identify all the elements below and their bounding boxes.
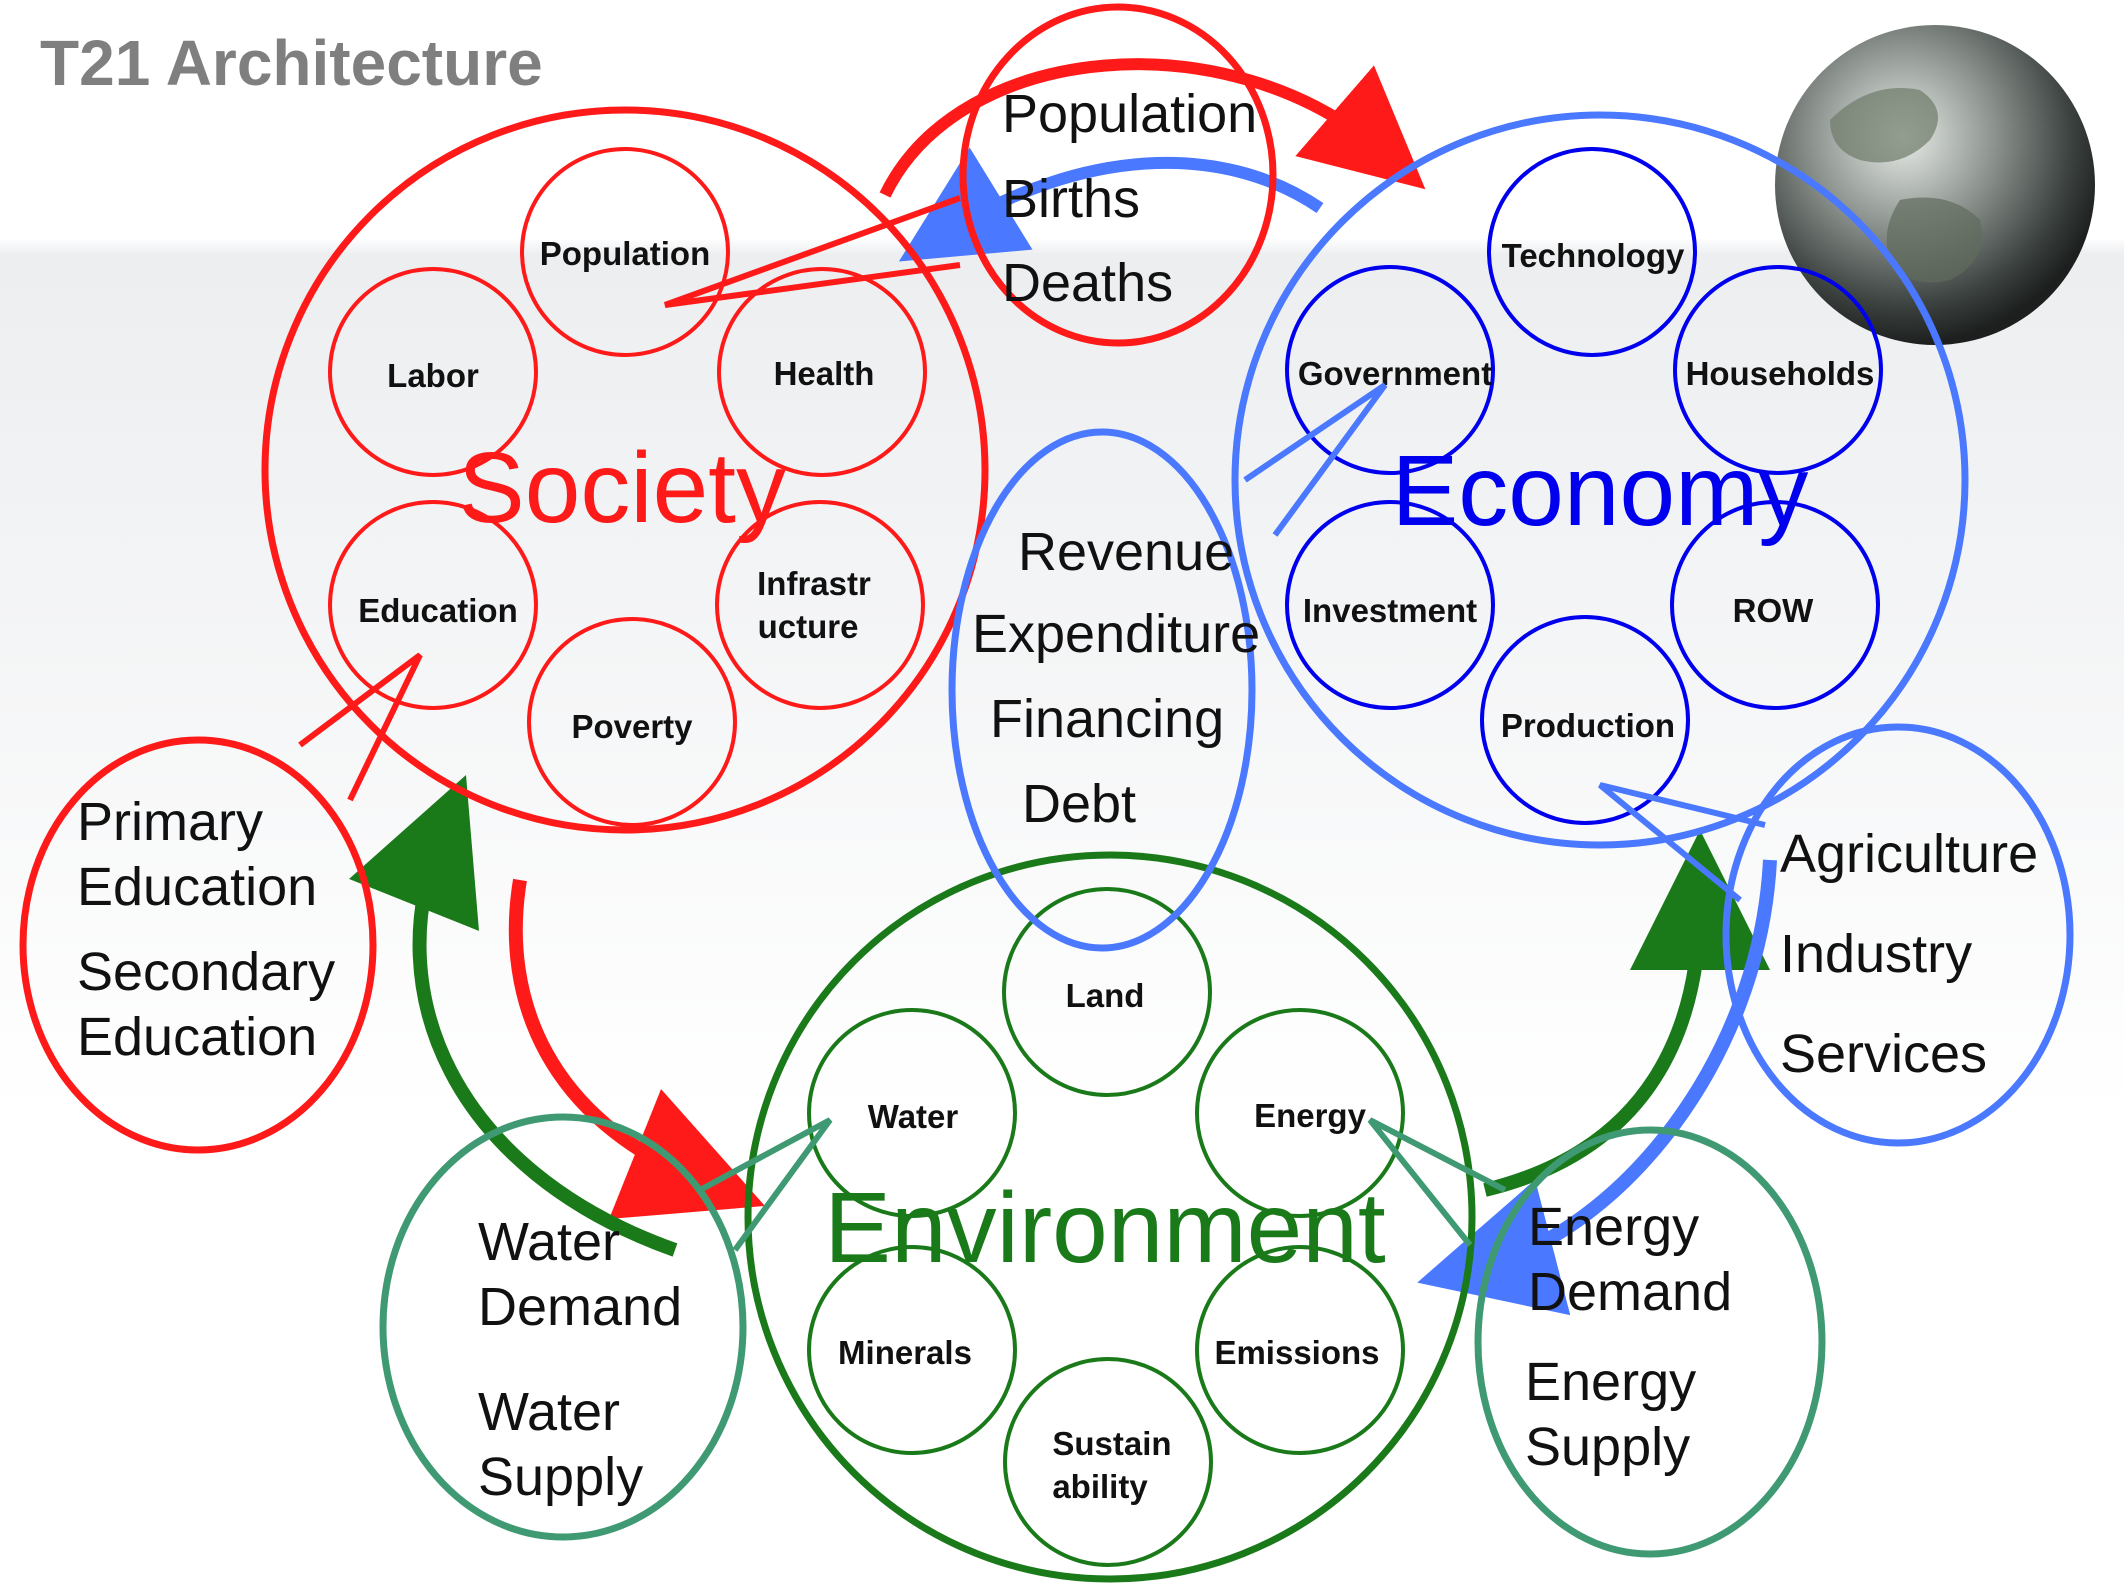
callout-government-line-4: Debt [1022, 774, 1136, 834]
module-label-investment: Investment [1303, 592, 1477, 629]
callout-population-line-3: Deaths [1002, 253, 1173, 313]
module-label-education: Education [358, 592, 518, 629]
callout-energy-line-1: Energy [1528, 1197, 1699, 1257]
globe-icon [1775, 25, 2095, 345]
society-module-infrastructure: Infrastr ucture [715, 500, 925, 710]
callout-production-line-1: Agriculture [1780, 824, 2038, 884]
callout-energy-line-3: Energy [1525, 1352, 1696, 1412]
module-label-land: Land [1066, 977, 1145, 1014]
society-module-labor: Labor [328, 267, 538, 477]
economy-group: Technology Government Households Investm… [1231, 111, 1969, 849]
society-group: Population Health Labor Education Infras… [261, 106, 989, 834]
economy-module-government: Government [1285, 265, 1495, 475]
callout-water-line-4: Supply [478, 1447, 643, 1507]
callout-population-line-2: Births [1002, 169, 1140, 229]
arrow-economy-to-society [898, 147, 1324, 262]
callout-government-line-2: Expenditure [972, 604, 1260, 664]
module-label-labor: Labor [387, 357, 479, 394]
module-label-sustainability-1: Sustain [1052, 1425, 1171, 1462]
economy-module-households: Households [1673, 265, 1883, 475]
society-module-education: Education [328, 500, 538, 710]
society-module-population: Population [520, 147, 730, 357]
environment-module-water: Water [807, 1008, 1017, 1218]
callout-energy: Energy Demand Energy Supply [1367, 1117, 1826, 1558]
callout-water-line-2: Demand [478, 1277, 682, 1337]
callout-water: Water Demand Water Supply [379, 1113, 833, 1541]
environment-group: Land Water Energy Minerals Emissions Sus… [744, 851, 1476, 1583]
callout-population-line-1: Population [1002, 84, 1257, 144]
arrow-environment-to-economy [1483, 830, 1770, 1197]
callout-government-line-1: Revenue [1018, 522, 1234, 582]
module-label-poverty: Poverty [571, 708, 693, 745]
module-label-government: Government [1298, 355, 1492, 392]
module-label-infrastructure-1: Infrastr [757, 565, 871, 602]
economy-module-row: ROW [1670, 500, 1880, 710]
economy-module-technology: Technology [1487, 147, 1697, 357]
environment-module-emissions: Emissions [1195, 1245, 1405, 1455]
arrow-society-to-environment [508, 878, 765, 1219]
module-label-sustainability-2: ability [1052, 1468, 1148, 1505]
society-module-poverty: Poverty [527, 617, 737, 827]
economy-module-investment: Investment [1285, 500, 1495, 710]
society-label: Society [458, 432, 786, 544]
callout-government: Revenue Expenditure Financing Debt [948, 382, 1388, 952]
environment-module-minerals: Minerals [807, 1245, 1017, 1455]
economy-module-production: Production [1480, 615, 1690, 825]
environment-label: Environment [824, 1172, 1386, 1284]
callout-production: Agriculture Industry Services [1598, 723, 2074, 1147]
callout-government-line-3: Financing [990, 689, 1224, 749]
callout-education: Primary Education Secondary Education [19, 652, 423, 1154]
callout-energy-line-2: Demand [1528, 1262, 1732, 1322]
module-label-minerals: Minerals [838, 1334, 972, 1371]
environment-module-land: Land [1002, 887, 1212, 1097]
economy-label: Economy [1392, 435, 1809, 547]
module-label-households: Households [1686, 355, 1875, 392]
economy-circle [1231, 111, 1969, 849]
arrow-society-to-economy [879, 58, 1426, 198]
callout-education-line-3: Secondary [77, 942, 335, 1002]
callout-production-line-2: Industry [1780, 924, 1972, 984]
module-label-health: Health [774, 355, 875, 392]
callout-education-line-2: Education [77, 857, 317, 917]
module-label-energy: Energy [1254, 1097, 1367, 1134]
arrow-economy-to-environment [1417, 859, 1777, 1316]
callout-energy-line-4: Supply [1525, 1417, 1690, 1477]
callout-water-line-1: Water [478, 1212, 620, 1272]
module-label-emissions: Emissions [1214, 1334, 1379, 1371]
callout-water-line-3: Water [478, 1382, 620, 1442]
callout-production-line-3: Services [1780, 1024, 1987, 1084]
society-circle [261, 106, 989, 834]
callout-population: Population Births Deaths [663, 3, 1277, 347]
module-label-row: ROW [1733, 592, 1815, 629]
environment-module-energy: Energy [1195, 1008, 1405, 1218]
module-label-population: Population [540, 235, 710, 272]
callout-education-line-1: Primary [77, 792, 263, 852]
environment-module-sustainability: Sustain ability [1003, 1357, 1213, 1567]
callout-education-line-4: Education [77, 1007, 317, 1067]
module-label-technology: Technology [1502, 237, 1685, 274]
module-label-water: Water [868, 1098, 959, 1135]
arrow-environment-to-society [349, 774, 678, 1257]
page-title: T21 Architecture [40, 27, 543, 99]
environment-circle [744, 851, 1476, 1583]
module-label-infrastructure-2: ucture [758, 608, 859, 645]
module-label-production: Production [1501, 707, 1675, 744]
society-module-health: Health [717, 267, 927, 477]
